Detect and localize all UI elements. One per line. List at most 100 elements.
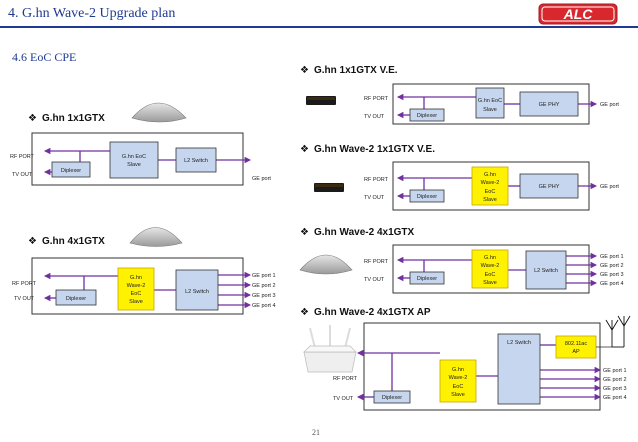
l2-switch-block xyxy=(497,333,541,405)
diplexer-label: Diplexer xyxy=(417,113,437,119)
diamond-bullet-icon: ❖ xyxy=(300,227,309,238)
tv-out-label: TV OUT xyxy=(14,296,35,302)
diamond-bullet-icon: ❖ xyxy=(300,144,309,155)
l2-switch-label: L2 Switch xyxy=(534,268,558,274)
tv-out-label: TV OUT xyxy=(364,277,385,283)
ghn-wave2-eoc-slave-block xyxy=(439,359,477,403)
ge-port-1-label: GE port 1 xyxy=(603,368,627,374)
ghn-eoc-slave-block xyxy=(109,141,159,179)
ap-label: AP xyxy=(572,349,580,355)
slave-label: Slave xyxy=(483,280,497,286)
diamond-bullet-icon: ❖ xyxy=(300,65,309,76)
section-subtitle: 4.6 EoC CPE xyxy=(12,50,77,64)
rf-port-label: RF PORT xyxy=(364,96,389,102)
wave2-label: Wave-2 xyxy=(481,180,500,186)
section-title-ghn-4x1gtx: G.hn 4x1GTX xyxy=(42,236,105,247)
section-ghn-wave2-4x1gtx-ap: ❖ G.hn Wave-2 4x1GTX AP G.hn Wave-2 EoC … xyxy=(300,307,631,411)
diplexer-block xyxy=(51,161,91,178)
ge-port-2-label: GE port 2 xyxy=(603,377,627,383)
tv-out-label: TV OUT xyxy=(12,172,33,178)
ge-port-2-label: GE port 2 xyxy=(252,283,276,289)
ghn-label: G.hn xyxy=(130,275,142,281)
ge-port-3-label: GE port 3 xyxy=(600,272,624,278)
section-title-ghn-1x1gtx-ve: G.hn 1x1GTX V.E. xyxy=(314,65,398,76)
slave-label: Slave xyxy=(451,392,465,398)
tv-out-label: TV OUT xyxy=(364,195,385,201)
page-title: 4. G.hn Wave-2 Upgrade plan xyxy=(8,6,176,21)
eoc-label: EoC xyxy=(485,272,496,278)
slave-label: Slave xyxy=(129,299,143,305)
tv-out-label: TV OUT xyxy=(364,114,385,120)
diplexer-label: Diplexer xyxy=(382,395,402,401)
l2-switch-block xyxy=(175,147,217,173)
section-ghn-wave2-1x1gtx-ve: ❖ G.hn Wave-2 1x1GTX V.E. G.hn Wave-2 Eo… xyxy=(300,144,619,211)
alc-logo: ALC xyxy=(538,3,618,25)
ghn-eoc-label: G.hn EoC xyxy=(122,154,146,160)
ge-phy-label: GE PHY xyxy=(539,102,560,108)
section-title-ghn-wave2-1x1gtx-ve: G.hn Wave-2 1x1GTX V.E. xyxy=(314,144,435,155)
ge-port-4-label: GE port 4 xyxy=(603,395,627,401)
diplexer-label: Diplexer xyxy=(61,168,81,174)
l2-switch-block xyxy=(175,269,219,311)
section-title-ghn-1x1gtx: G.hn 1x1GTX xyxy=(42,113,105,124)
section-title-ghn-wave2-4x1gtx-ap: G.hn Wave-2 4x1GTX AP xyxy=(314,307,431,318)
eoc-label: EoC xyxy=(453,384,464,390)
dome-device-icon xyxy=(299,254,353,275)
ghn-wave2-eoc-slave-block xyxy=(471,166,509,206)
section-ghn-4x1gtx: ❖ G.hn 4x1GTX G.hn Wave-2 EoC Slave L2 S… xyxy=(12,227,276,315)
l2-switch-label: L2 Switch xyxy=(507,340,531,346)
diplexer-block xyxy=(409,189,445,203)
ge-port-4-label: GE port 4 xyxy=(252,303,276,309)
diplexer-label: Diplexer xyxy=(417,194,437,200)
ghn-wave2-eoc-slave-block xyxy=(471,249,509,289)
ge-phy-label: GE PHY xyxy=(539,184,560,190)
wifi-label: 802.11ac xyxy=(565,341,587,347)
ge-port-2-label: GE port 2 xyxy=(600,263,624,269)
diplexer-label: Diplexer xyxy=(66,296,86,302)
black-box-device-icon xyxy=(314,183,344,192)
section-title-ghn-wave2-4x1gtx: G.hn Wave-2 4x1GTX xyxy=(314,227,415,238)
ge-port-1-label: GE port 1 xyxy=(600,254,624,260)
ge-phy-block xyxy=(519,173,579,199)
eoc-label: EoC xyxy=(131,291,142,297)
ghn-wave2-eoc-slave-block xyxy=(117,267,155,311)
l2-switch-label: L2 Switch xyxy=(184,158,208,164)
header-divider xyxy=(0,26,638,28)
ge-port-1-label: GE port 1 xyxy=(252,273,276,279)
rf-port-label: RF PORT xyxy=(333,376,358,382)
wave2-label: Wave-2 xyxy=(481,263,500,269)
diplexer-block xyxy=(373,390,411,404)
ge-port-3-label: GE port 3 xyxy=(603,386,627,392)
rf-port-label: RF PORT xyxy=(12,281,37,287)
diplexer-block xyxy=(409,271,445,285)
section-ghn-wave2-4x1gtx: ❖ G.hn Wave-2 4x1GTX G.hn Wave-2 EoC Sla… xyxy=(299,227,624,294)
section-ghn-1x1gtx-ve: ❖ G.hn 1x1GTX V.E. G.hn EoC Slave GE PHY… xyxy=(300,65,619,125)
ge-port-4-label: GE port 4 xyxy=(600,281,624,287)
dome-device-icon xyxy=(131,102,187,123)
logo-text: ALC xyxy=(563,6,594,22)
slave-label: Slave xyxy=(483,107,497,113)
black-box-device-icon xyxy=(306,96,336,105)
diplexer-block xyxy=(55,289,97,306)
ge-phy-block xyxy=(519,91,579,117)
ghn-label: G.hn xyxy=(452,367,464,373)
antenna-icon xyxy=(605,319,619,347)
tv-out-label: TV OUT xyxy=(333,396,354,402)
section-ghn-1x1gtx: ❖ G.hn 1x1GTX G.hn EoC Slave L2 Switch D… xyxy=(10,102,271,186)
ge-port-label: GE port xyxy=(252,176,271,182)
eoc-label: EoC xyxy=(485,189,496,195)
rf-port-label: RF PORT xyxy=(364,177,389,183)
wave2-label: Wave-2 xyxy=(449,375,468,381)
diplexer-label: Diplexer xyxy=(417,276,437,282)
ge-port-label: GE port xyxy=(600,102,619,108)
diplexer-block xyxy=(409,108,445,122)
ghn-eoc-label: G.hn EoC xyxy=(478,98,502,104)
ghn-label: G.hn xyxy=(484,172,496,178)
ghn-label: G.hn xyxy=(484,255,496,261)
ge-port-3-label: GE port 3 xyxy=(252,293,276,299)
l2-switch-block xyxy=(525,250,567,290)
diamond-bullet-icon: ❖ xyxy=(28,113,37,124)
slave-label: Slave xyxy=(127,162,141,168)
wave2-label: Wave-2 xyxy=(127,283,146,289)
